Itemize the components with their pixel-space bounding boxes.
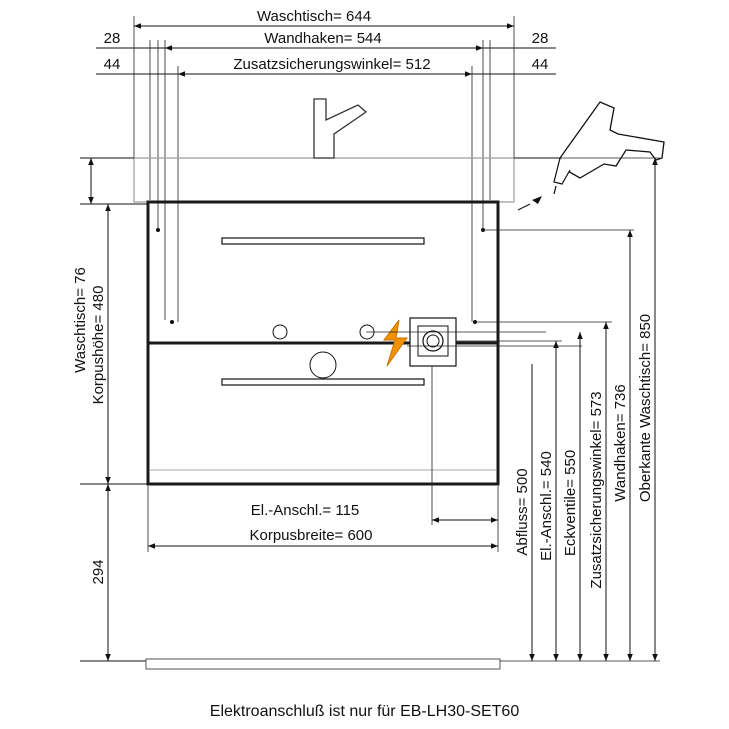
label-left-44: 44 bbox=[104, 56, 121, 73]
label-eckventile: Eckventile= 550 bbox=[562, 450, 579, 556]
label-zusatz-width: Zusatzsicherungswinkel= 512 bbox=[233, 56, 430, 73]
dim-left bbox=[80, 158, 148, 662]
label-waschtisch-width: Waschtisch= 644 bbox=[257, 8, 371, 25]
floor-plate bbox=[145, 658, 501, 670]
label-right-28: 28 bbox=[532, 30, 549, 47]
dim-right bbox=[366, 157, 660, 662]
drill-icon bbox=[517, 101, 665, 211]
dim-bottom bbox=[147, 366, 499, 552]
label-wandhaken-width: Wandhaken= 544 bbox=[264, 30, 381, 47]
electrical-socket bbox=[409, 317, 457, 367]
footnote-text: Elektroanschluß ist nur für EB-LH30-SET6… bbox=[209, 703, 520, 720]
label-oberkante: Oberkante Waschtisch= 850 bbox=[637, 314, 654, 502]
lightning-icon bbox=[383, 319, 408, 367]
label-abfluss: Abfluss= 500 bbox=[514, 468, 531, 555]
label-floor-gap: 294 bbox=[90, 559, 107, 584]
faucet bbox=[313, 98, 368, 159]
label-korpusbreite: Korpusbreite= 600 bbox=[249, 527, 372, 544]
label-right-44: 44 bbox=[532, 56, 549, 73]
label-waschtisch-height: Waschtisch= 76 bbox=[72, 267, 89, 373]
extension-lines-top bbox=[133, 16, 515, 322]
label-wandhaken-height: Wandhaken= 736 bbox=[612, 384, 629, 501]
label-korpushoehe: Korpushöhe= 480 bbox=[90, 286, 107, 405]
label-el-anschl-height: El.-Anschl.= 540 bbox=[538, 451, 555, 561]
washbasin bbox=[80, 157, 560, 203]
label-left-28: 28 bbox=[104, 30, 121, 47]
label-zusatz-height: Zusatzsicherungswinkel= 573 bbox=[588, 391, 605, 588]
label-el-anschl-width: El.-Anschl.= 115 bbox=[251, 502, 360, 519]
